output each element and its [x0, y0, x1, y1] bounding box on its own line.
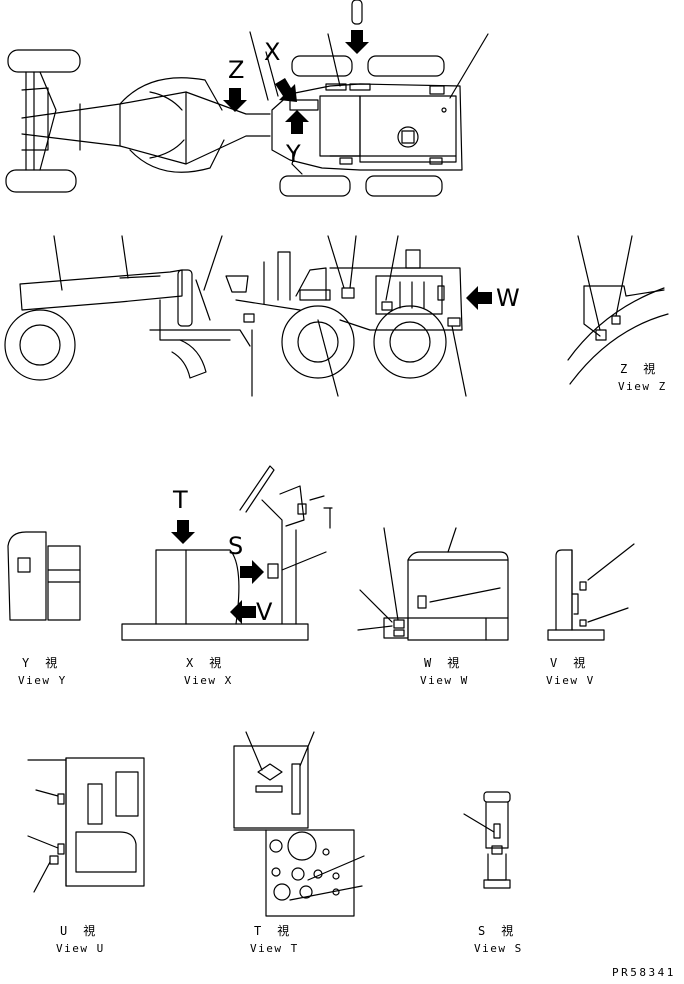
view-y-caption-jp: Y 視 — [22, 656, 60, 670]
arrow-letter-z: Z — [228, 56, 245, 84]
view-x-drawing — [121, 465, 333, 641]
view-w-drawing — [357, 527, 509, 641]
view-v-drawing — [547, 543, 635, 641]
view-x-caption-en: View X — [184, 674, 233, 687]
view-x-caption-jp: X 視 — [186, 656, 224, 670]
view-t-caption-en: View T — [250, 942, 299, 955]
view-s-drawing — [463, 791, 511, 889]
view-w-caption-en: View W — [420, 674, 469, 687]
arrow-letter-s: S — [228, 532, 244, 560]
view-z-drawing — [567, 235, 669, 385]
view-z-caption-en: View Z — [618, 380, 667, 393]
top-view-drawing — [5, 0, 489, 197]
view-v-caption-jp: V 視 — [550, 656, 588, 670]
view-u-caption-jp: U 視 — [60, 924, 98, 938]
view-v-caption-en: View V — [546, 674, 595, 687]
arrow-letter-y: Y — [286, 140, 301, 168]
top-view-arrows — [223, 30, 369, 134]
arrow-letter-v: V — [256, 598, 273, 626]
view-x-arrows — [171, 520, 264, 624]
view-z-caption-jp: Z 視 — [620, 362, 658, 376]
arrow-letter-t: T — [173, 486, 188, 514]
view-u-drawing — [27, 757, 145, 893]
drawing-code: PR58341 — [612, 966, 676, 979]
side-view-arrow — [466, 286, 492, 310]
view-u-caption-en: View U — [56, 942, 105, 955]
side-view-drawing — [4, 235, 467, 397]
arrow-letter-x: X — [264, 38, 281, 66]
view-y-drawing — [7, 531, 81, 621]
view-y-caption-en: View Y — [18, 674, 67, 687]
view-s-caption-jp: S 視 — [478, 924, 516, 938]
arrow-letter-w: W — [496, 284, 520, 312]
view-w-caption-jp: W 視 — [424, 656, 462, 670]
view-t-caption-jp: T 視 — [254, 924, 292, 938]
view-s-caption-en: View S — [474, 942, 523, 955]
view-t-drawing — [233, 731, 365, 917]
